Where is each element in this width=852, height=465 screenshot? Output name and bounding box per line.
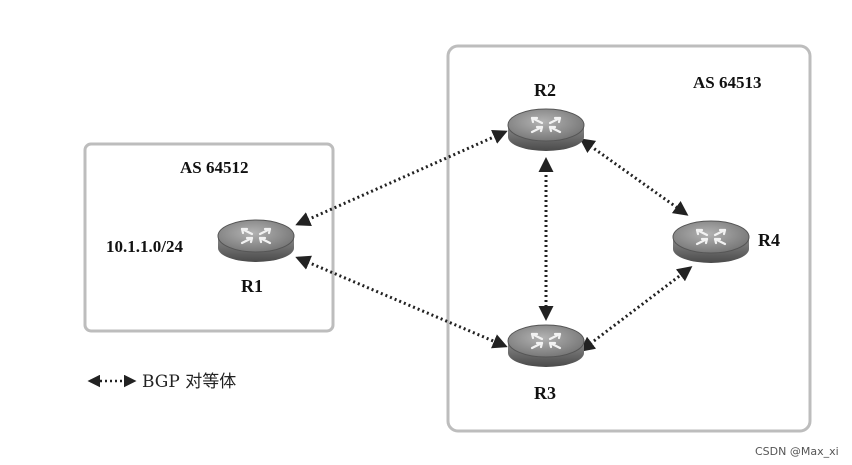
as-64513-label: AS 64513 [693,73,761,92]
router-r4-label: R4 [758,230,780,250]
as-64512-label: AS 64512 [180,158,248,177]
as-64513-box [446,44,812,433]
router-r3 [506,323,586,369]
legend: BGP 对等体 [87,372,236,392]
router-r2-label: R2 [534,80,556,100]
watermark: CSDN @Max_xi [755,445,839,458]
router-icon [671,219,751,265]
router-icon [506,323,586,369]
peer-link-r3-r4 [579,266,693,352]
router-r4 [671,219,751,265]
router-r3-label: R3 [534,383,556,403]
legend-label: BGP 对等体 [142,372,236,392]
router-icon [506,107,586,153]
router-icon [216,218,296,264]
peer-link-r1-r3 [295,255,508,349]
as-64512-box [83,142,335,333]
prefix-label: 10.1.1.0/24 [106,237,183,256]
peer-link-r2-r4 [579,138,689,216]
router-r1 [216,218,296,264]
router-r1-label: R1 [241,276,263,296]
router-r2 [506,107,586,153]
